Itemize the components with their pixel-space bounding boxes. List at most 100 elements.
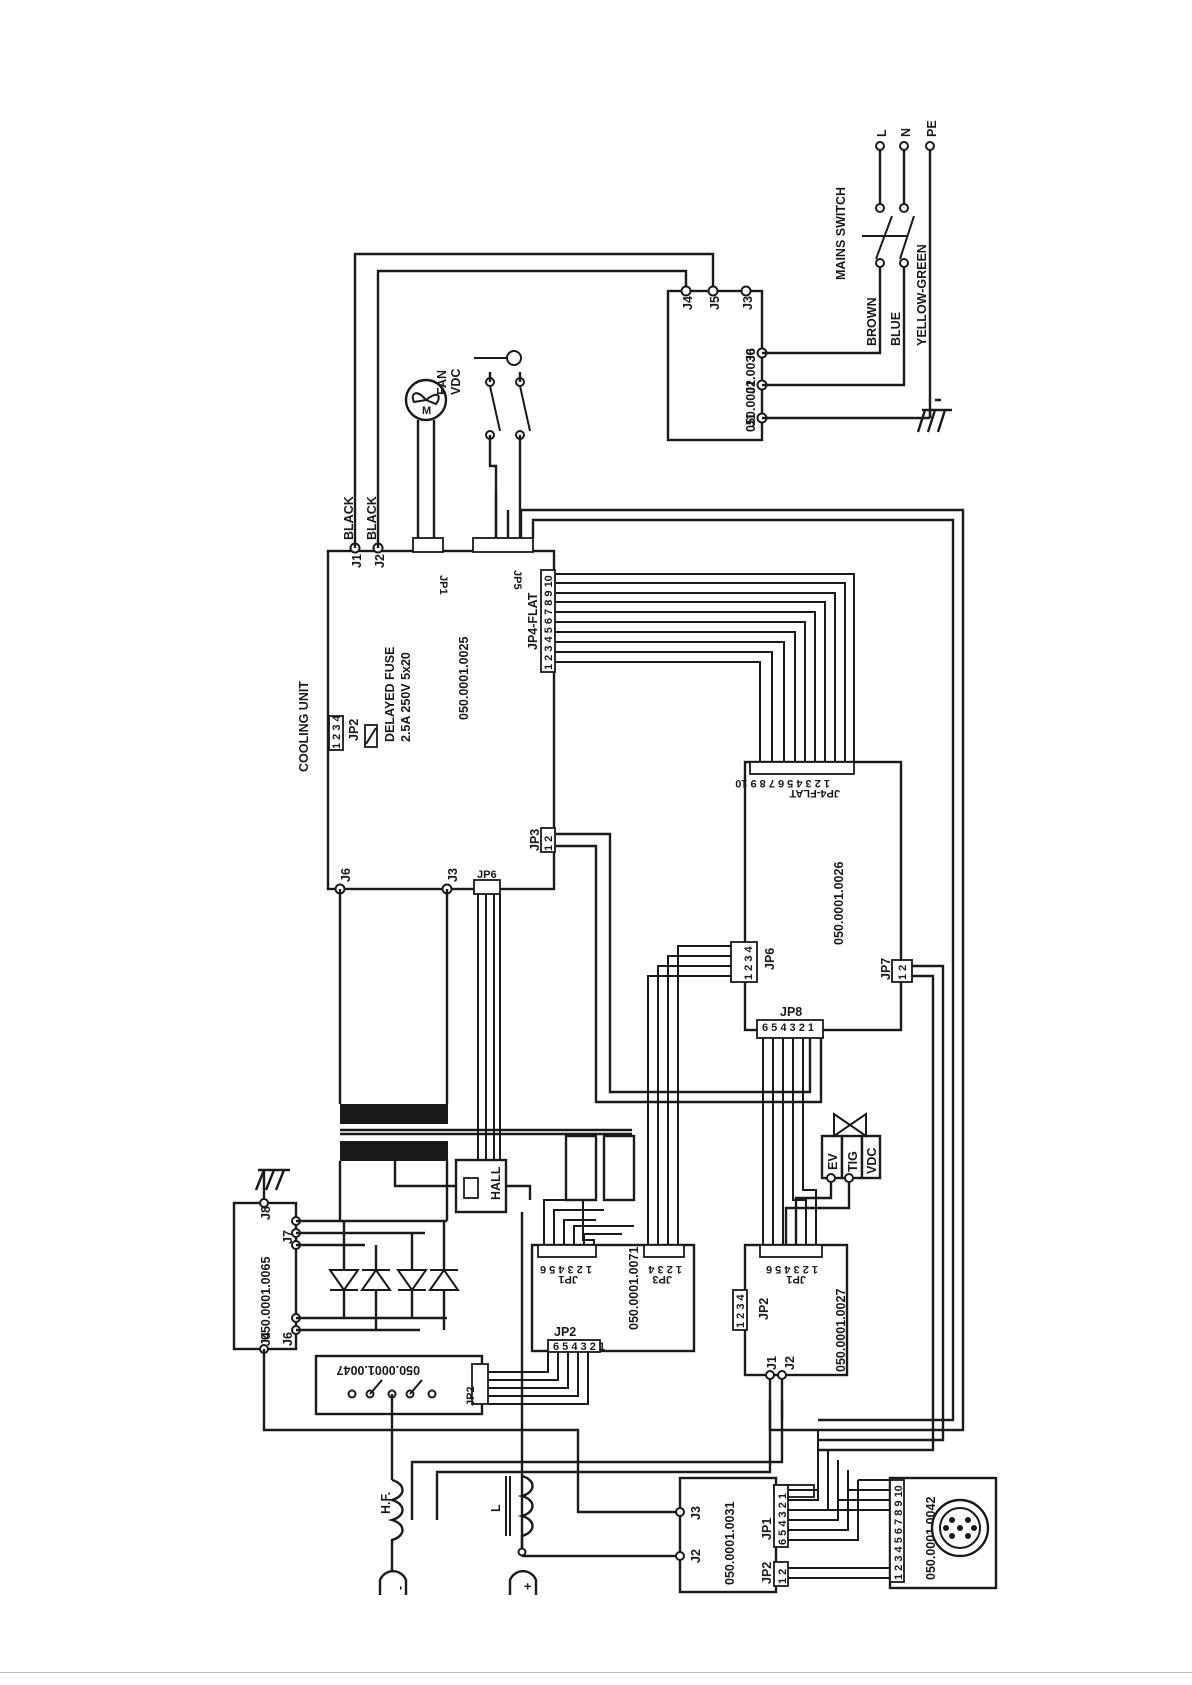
- svg-text:TIG: TIG: [846, 1151, 860, 1172]
- svg-text:JP1: JP1: [558, 1273, 578, 1285]
- svg-text:J2: J2: [373, 554, 387, 568]
- svg-text:BLACK: BLACK: [365, 496, 379, 540]
- svg-text:BLACK: BLACK: [342, 496, 356, 540]
- svg-text:BLUE: BLUE: [889, 312, 903, 346]
- svg-text:M: M: [422, 405, 431, 417]
- jp3-connector-a: [540, 827, 556, 853]
- svg-text:050.0001.0071: 050.0001.0071: [627, 1247, 641, 1330]
- svg-text:JP5: JP5: [511, 570, 523, 590]
- svg-text:J1: J1: [765, 1356, 779, 1370]
- mains-switch: L N PE MAINS SWITCH: [834, 120, 939, 418]
- positive-output-socket: +: [508, 1570, 538, 1595]
- jp1-connector-0071: [537, 1244, 597, 1258]
- svg-text:L: L: [489, 1504, 503, 1512]
- svg-text:JP1: JP1: [786, 1273, 806, 1285]
- svg-text:1 2 3 4 5 6 7 8 9 10: 1 2 3 4 5 6 7 8 9 10: [893, 1485, 905, 1580]
- svg-text:-: -: [393, 1586, 407, 1590]
- fuse-rating-label: 2.5A 250V 5x20: [399, 652, 413, 742]
- svg-text:J3: J3: [446, 868, 460, 882]
- svg-text:JP1: JP1: [760, 1518, 774, 1540]
- jp2-connector-0031: [773, 1561, 789, 1587]
- svg-text:J4: J4: [681, 296, 695, 310]
- svg-text:L: L: [875, 129, 889, 137]
- hall-sensor: HALL: [454, 1158, 508, 1214]
- svg-text:HALL: HALL: [489, 1166, 503, 1200]
- svg-text:+: +: [521, 1583, 535, 1590]
- svg-text:1 2 3 4 5 6 7 8 9 10: 1 2 3 4 5 6 7 8 9 10: [543, 575, 555, 670]
- svg-text:J6: J6: [744, 348, 758, 362]
- svg-text:1 2: 1 2: [777, 1569, 789, 1584]
- cooling-jp2-connector: [328, 715, 344, 751]
- diode-bridge: [296, 1219, 460, 1332]
- jp3-connector-0071: [643, 1244, 685, 1258]
- svg-text:6 5 4 3 2 1: 6 5 4 3 2 1: [553, 1341, 605, 1353]
- svg-text:PE: PE: [925, 120, 939, 137]
- board-0047: 050.0001.0047 JP2: [314, 1354, 489, 1416]
- ground-icon-pe: [916, 398, 952, 433]
- svg-text:JP6: JP6: [477, 869, 497, 881]
- svg-text:J2: J2: [783, 1356, 797, 1370]
- fuse-icon: [364, 724, 378, 748]
- svg-text:1 2 3 4: 1 2 3 4: [647, 1263, 682, 1275]
- svg-text:J4: J4: [259, 1332, 273, 1346]
- svg-text:1 2: 1 2: [543, 836, 555, 851]
- svg-text:050.0001.0031: 050.0001.0031: [723, 1502, 737, 1585]
- jp5-connector: [472, 537, 534, 553]
- svg-text:J1: J1: [744, 413, 758, 427]
- jp6-connector-a: [473, 879, 501, 895]
- svg-text:EV: EV: [826, 1153, 840, 1170]
- jp2-connector-0047: [471, 1363, 489, 1405]
- svg-text:6 5 4 3 2 1: 6 5 4 3 2 1: [777, 1493, 789, 1545]
- board-0042: 050.0001.0042 1 2 3 4 5 6 7 8 9 10: [888, 1476, 998, 1590]
- svg-text:1 2 3 4 5 6: 1 2 3 4 5 6: [766, 1263, 818, 1275]
- jp4-flat-connector-b: [749, 761, 855, 775]
- svg-text:JP2: JP2: [554, 1325, 576, 1339]
- board-0071: 050.0001.0071 1 2 3 4 5 6 JP1 1 2 3 4 JP…: [530, 1243, 696, 1353]
- svg-text:JP6: JP6: [763, 948, 777, 970]
- svg-text:1 2: 1 2: [897, 965, 909, 980]
- svg-text:050.0001.0065: 050.0001.0065: [259, 1257, 273, 1340]
- thermostat-icon: [474, 350, 531, 440]
- fan-jp1-connector: [412, 537, 444, 553]
- svg-text:6 5 4 3 2 1: 6 5 4 3 2 1: [762, 1022, 814, 1034]
- svg-text:050.0001.0047: 050.0001.0047: [337, 1363, 420, 1377]
- svg-text:JP3: JP3: [652, 1273, 672, 1285]
- svg-text:VDC: VDC: [449, 369, 463, 395]
- svg-text:J2: J2: [744, 380, 758, 394]
- cooling-unit-label: COOLING UNIT: [297, 681, 311, 772]
- svg-text:JP7: JP7: [879, 958, 893, 980]
- output-inductor: L: [489, 1474, 534, 1556]
- svg-text:JP2: JP2: [465, 1386, 477, 1406]
- board-0031: 050.0001.0031 J3 J2 6 5 4 3 2 1 JP1 1 2 …: [675, 1476, 815, 1594]
- svg-text:1 2 3 4: 1 2 3 4: [331, 714, 343, 749]
- svg-text:J5: J5: [708, 296, 722, 310]
- svg-text:1 2 3 4: 1 2 3 4: [743, 945, 755, 980]
- jp2-connector-0027: [732, 1289, 748, 1331]
- delayed-fuse-label: DELAYED FUSE: [383, 647, 397, 742]
- svg-text:YELLOW-GREEN: YELLOW-GREEN: [915, 244, 929, 346]
- board-0065: 050.0001.0065 J8 J7 J6 J4: [232, 1198, 301, 1354]
- svg-text:050.0001.0026: 050.0001.0026: [832, 862, 846, 945]
- svg-text:JP4-FLAT: JP4-FLAT: [789, 787, 840, 799]
- svg-text:050.0001.0027: 050.0001.0027: [834, 1289, 848, 1372]
- remote-connector: [889, 1479, 905, 1583]
- svg-text:J3: J3: [689, 1506, 703, 1520]
- svg-text:VDC: VDC: [865, 1148, 879, 1174]
- svg-text:BROWN: BROWN: [865, 297, 879, 346]
- svg-text:J2: J2: [689, 1549, 703, 1563]
- circular-connector-icon: [930, 1498, 990, 1558]
- svg-text:JP2: JP2: [347, 719, 361, 741]
- svg-text:J6: J6: [281, 1332, 295, 1346]
- board-0025-label: 050.0001.0025: [457, 637, 471, 720]
- svg-text:J8: J8: [259, 1206, 273, 1220]
- svg-text:050.0001.0030: 050.0001.0030: [744, 349, 758, 432]
- board-0027: 050.0001.0027 1 2 3 4 5 6 JP1 1 2 3 4 JP…: [732, 1243, 849, 1380]
- svg-text:JP4-FLAT: JP4-FLAT: [526, 592, 540, 650]
- svg-text:J6: J6: [339, 868, 353, 882]
- fan-motor-icon: M: [404, 378, 448, 422]
- svg-text:FAN: FAN: [435, 370, 449, 395]
- svg-text:1 2 3 4 5 6: 1 2 3 4 5 6: [540, 1263, 592, 1275]
- board-0026: 050.0001.0026 1 2 3 4 5 6 7 8 9 10 JP4-F…: [730, 760, 913, 1039]
- jp6-connector-b: [730, 941, 758, 983]
